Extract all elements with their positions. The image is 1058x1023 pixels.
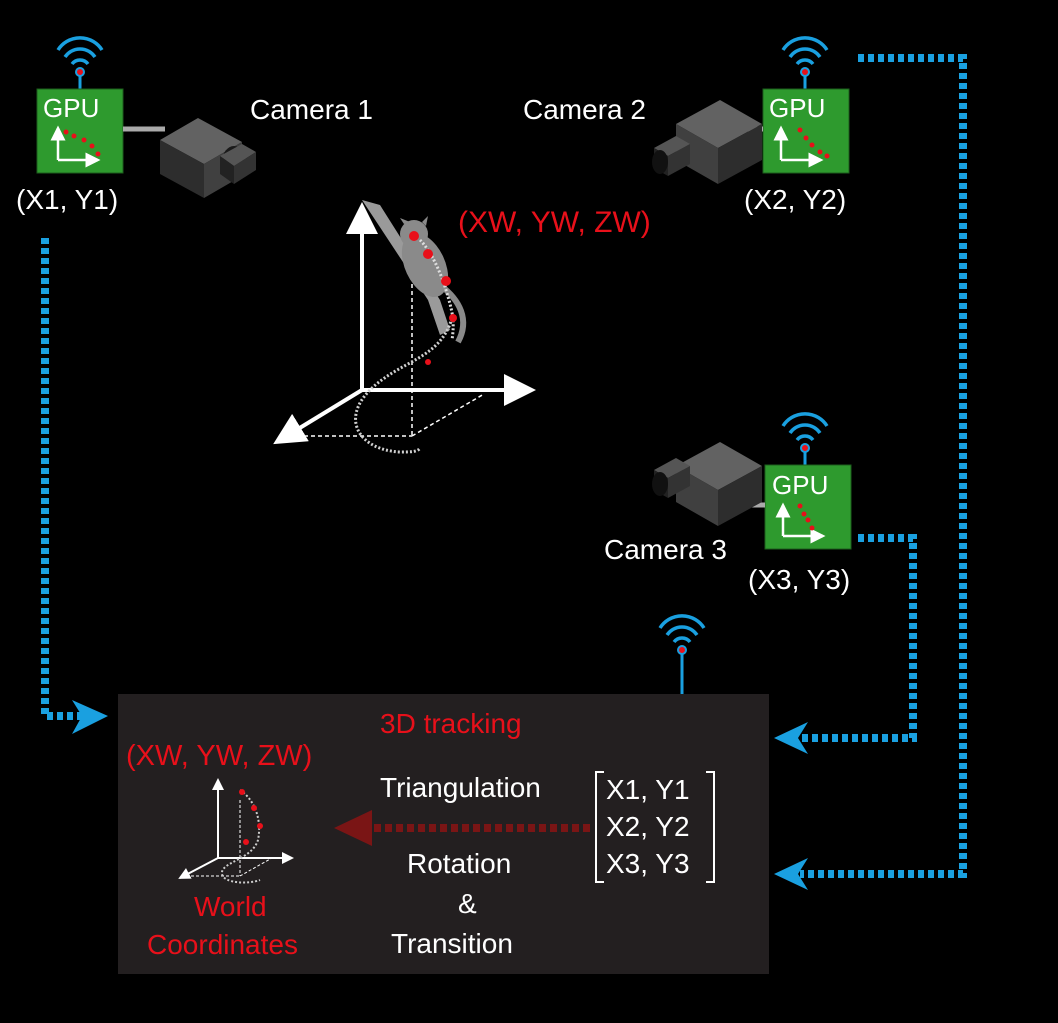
camera-1-coords: (X1, Y1) [16,184,119,215]
link-camera2-to-panel [774,54,967,890]
triangulation-arrow [334,810,590,846]
camera-3-icon [652,442,762,526]
world-caption-line1: World [194,891,267,922]
camera-1-label: Camera 1 [250,94,373,125]
camera-2-icon [652,100,762,184]
tracking-panel [118,694,769,974]
scene-3d-axes [273,202,536,445]
wifi-icon [781,36,829,78]
camera-2-label: Camera 2 [523,94,646,125]
camera-1-icon [160,118,256,198]
gpu-1 [36,36,165,174]
link-camera3-to-panel [774,534,917,754]
gpu-1-label: GPU [43,93,100,123]
gpu-3-label: GPU [772,470,829,500]
rotation-line2: & [458,888,477,919]
gpu-3 [740,412,852,550]
camera-2-coords: (X2, Y2) [744,184,847,215]
matrix-brackets [595,771,715,883]
link-camera1-to-panel [41,238,108,734]
axes-icon [775,502,826,544]
panel-wifi [658,614,706,694]
wifi-icon [56,36,104,78]
axes-icon [773,125,830,168]
wifi-icon [781,412,829,454]
camera-3-coords: (X3, Y3) [748,564,851,595]
world-caption-line2: Coordinates [147,929,298,960]
camera-3-label: Camera 3 [604,534,727,565]
matrix-row-2: X2, Y2 [606,811,690,842]
axes-icon [50,125,101,168]
panel-world-label: (XW, YW, ZW) [126,740,313,772]
animal-silhouette-icon [354,200,467,454]
panel-world-axes-icon [178,778,294,884]
matrix-row-3: X3, Y3 [606,848,690,879]
scene-world-label: (XW, YW, ZW) [458,206,651,239]
gpu-2-label: GPU [769,93,826,123]
rotation-line3: Transition [391,928,513,959]
panel-title: 3D tracking [380,708,522,739]
matrix-row-1: X1, Y1 [606,774,690,805]
triangulation-label: Triangulation [380,772,541,803]
rotation-line1: Rotation [407,848,512,879]
wifi-icon [658,614,706,656]
